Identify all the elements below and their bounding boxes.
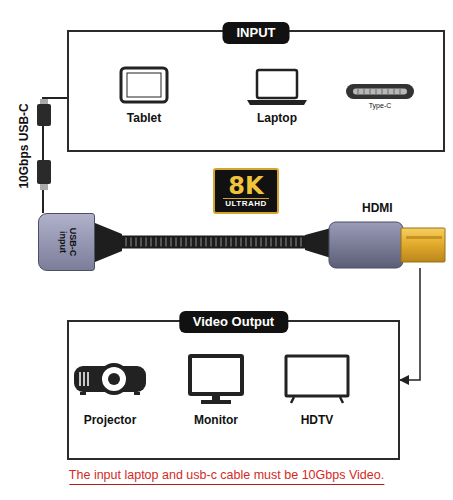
usb-c-plug	[37, 160, 51, 184]
hdtv-icon	[286, 356, 348, 396]
monitor-icon	[190, 356, 242, 394]
strain-relief	[305, 228, 331, 258]
hdmi-plug: HDMI	[330, 198, 445, 268]
braided-cable	[95, 236, 330, 249]
device-label: Monitor	[194, 414, 238, 428]
type-c-tongue	[353, 89, 407, 95]
resolution-badge: 8KULTRAHD	[213, 168, 279, 214]
hdmi-connector	[401, 228, 445, 262]
device-label: Laptop	[257, 112, 297, 126]
port-label: USB-C input	[57, 225, 77, 259]
projector-lens-center	[108, 373, 120, 385]
usb-c-plug-tip	[40, 184, 48, 190]
laptop-icon	[257, 70, 297, 98]
projector-icon	[74, 366, 146, 392]
output-arrow	[400, 268, 420, 380]
panel-title: INPUT	[223, 22, 290, 44]
monitor-base	[201, 400, 231, 404]
usb-c-input-end: USB-C input	[38, 213, 95, 271]
type-c-pins	[358, 89, 400, 94]
panel-title: Video Output	[179, 311, 288, 333]
tablet-screen	[127, 73, 161, 97]
projector-lens	[100, 365, 128, 393]
type-c-port-icon	[346, 84, 414, 99]
port-label: Type-C	[369, 102, 392, 110]
usb-c-plug	[37, 104, 51, 126]
hdmi-housing	[329, 222, 403, 268]
hdmi-connector-band	[406, 236, 442, 239]
laptop-base	[247, 100, 307, 105]
output-panel: Video Output	[67, 320, 400, 460]
projector-foot	[134, 392, 140, 395]
badge-text: ULTRAHD	[223, 198, 269, 209]
cable-label: 10Gbps USB-C	[18, 101, 32, 190]
projector-foot	[80, 392, 86, 395]
braid-pattern	[95, 238, 330, 247]
badge-text: 8K	[228, 174, 263, 198]
strain-relief	[95, 223, 122, 262]
plug-label: HDMI	[362, 201, 393, 215]
projector-vents	[80, 372, 88, 386]
device-label: HDTV	[301, 414, 334, 428]
input-panel: INPUT	[67, 30, 445, 152]
device-label: Projector	[84, 414, 137, 428]
device-label: Tablet	[127, 112, 161, 126]
tablet-icon	[121, 68, 167, 102]
note-caption: The input laptop and usb-c cable must be…	[69, 468, 384, 485]
hdtv-feet	[291, 397, 343, 403]
monitor-stand	[212, 394, 220, 401]
